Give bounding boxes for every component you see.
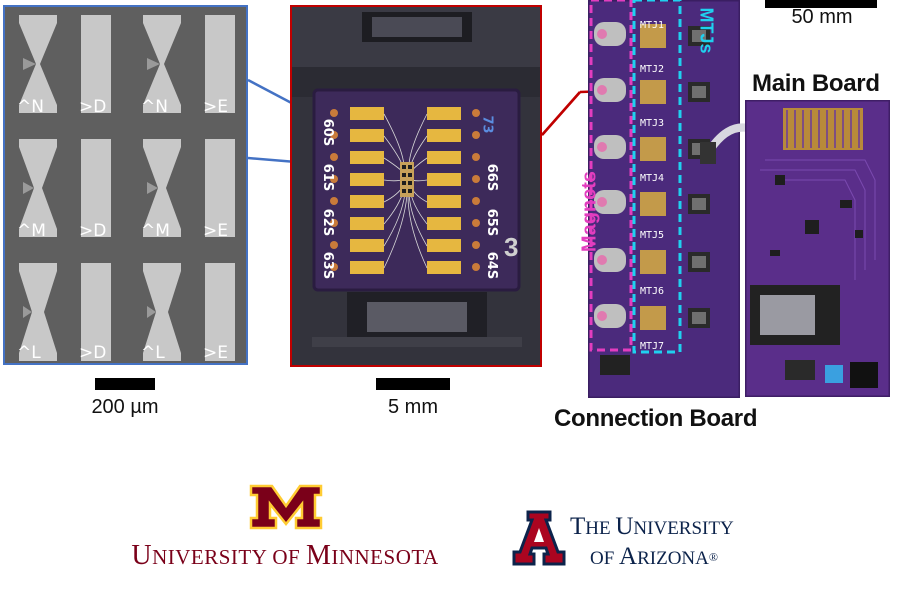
board-component — [640, 137, 666, 161]
board-component — [692, 198, 706, 210]
registered-mark: ® — [708, 550, 719, 564]
mtjs-label: MTJs — [696, 7, 717, 54]
ua-wordmark-part: HE — [585, 518, 616, 539]
sem-label: ^M — [17, 221, 46, 241]
ua-wordmark-line1: THE UNIVERSITY — [570, 513, 770, 543]
board-component — [640, 250, 666, 274]
mtj-label: MTJ2 — [640, 64, 665, 75]
chip-photo-panel: 60S 61S 62S 63S 66S 65S 64S 73 3 — [290, 5, 542, 367]
umn-wordmark-part: M — [305, 540, 332, 571]
connection-board-photo: MTJ1 MTJ2 MTJ3 MTJ4 MTJ5 MTJ6 MTJ7 — [588, 0, 740, 398]
connection-board-title: Connection Board — [554, 405, 758, 432]
board-component — [594, 135, 626, 159]
sem-electrode — [205, 139, 235, 237]
ua-wordmark-line2: OF ARIZONA® — [570, 543, 770, 573]
sem-label: >D — [79, 221, 107, 241]
board-component — [692, 30, 706, 42]
mtj-label: MTJ4 — [640, 173, 665, 184]
mtj-label: MTJ7 — [640, 341, 665, 352]
board-component — [594, 78, 626, 102]
board-component — [594, 22, 626, 46]
sem-electrode — [81, 15, 111, 113]
umn-block-m-logo — [249, 484, 323, 530]
chip-carrier-photo — [292, 7, 540, 365]
sem-label: ^L — [141, 343, 165, 363]
mtj-label: MTJ3 — [640, 118, 665, 129]
mtj-label: MTJ5 — [640, 230, 665, 241]
board-component — [597, 85, 607, 95]
sem-micrograph-panel: ^N >D ^N >E ^M >D ^M >E ^L >D ^L >E — [3, 5, 248, 365]
board-component — [640, 24, 666, 48]
main-board-image — [745, 100, 890, 397]
ua-wordmark: THE UNIVERSITY OF ARIZONA® — [570, 513, 770, 573]
sem-electrode — [81, 139, 111, 237]
pcb-label: 63S — [320, 251, 336, 280]
sem-electrode — [205, 15, 235, 113]
ua-wordmark-part: NIVERSITY — [633, 518, 734, 539]
main-board-photo — [745, 100, 890, 397]
sem-micrograph — [5, 7, 246, 363]
board-component — [640, 306, 666, 330]
scale-bar-label: 5 mm — [388, 396, 438, 418]
ua-wordmark-part: U — [615, 513, 634, 540]
board-component — [692, 86, 706, 98]
board-component — [597, 311, 607, 321]
main-board-title: Main Board — [752, 70, 880, 97]
mtj-label: MTJ6 — [640, 286, 665, 297]
board-component — [597, 255, 607, 265]
sem-label: ^L — [17, 343, 41, 363]
scale-bar-label: 50 mm — [791, 6, 853, 28]
ua-wordmark-part: OF — [590, 548, 620, 569]
board-component — [640, 192, 666, 216]
sem-label: ^N — [17, 97, 44, 117]
board-component — [640, 80, 666, 104]
pcb-label: 62S — [320, 208, 336, 237]
board-number: 3 — [504, 232, 519, 262]
board-component — [597, 29, 607, 39]
sem-electrode — [19, 139, 57, 237]
pcb-label: 61S — [320, 163, 336, 192]
pcb-label: 64S — [484, 251, 500, 280]
sem-electrode — [205, 263, 235, 361]
umn-wordmark-part: U — [131, 540, 153, 571]
sem-label: >D — [79, 343, 107, 363]
sem-electrode — [19, 263, 57, 361]
sem-label: >E — [203, 221, 228, 241]
ua-wordmark-part: A — [619, 543, 638, 570]
scale-bar — [376, 378, 450, 390]
board-component — [692, 256, 706, 268]
board-component — [692, 312, 706, 324]
sem-electrode — [81, 263, 111, 361]
pcb-label: 65S — [484, 208, 500, 237]
umn-wordmark-part: INNESOTA — [331, 545, 439, 569]
board-component — [594, 190, 626, 214]
sem-electrode — [143, 139, 181, 237]
sem-electrode — [19, 15, 57, 113]
ua-wordmark-part: RIZONA — [637, 548, 709, 569]
sem-label: >D — [79, 97, 107, 117]
board-component — [594, 304, 626, 328]
pcb-label: 60S — [320, 118, 336, 147]
board-component — [594, 248, 626, 272]
magnets-label: Magnets — [578, 170, 601, 253]
umn-wordmark: UNIVERSITY OF MINNESOTA — [105, 540, 465, 572]
ua-block-a-logo — [512, 510, 566, 566]
scale-bar-label: 200 µm — [91, 396, 159, 418]
sem-electrode — [143, 263, 181, 361]
umn-wordmark-part: NIVERSITY OF — [152, 545, 306, 569]
pcb-label: 66S — [484, 163, 500, 192]
mtj-label: MTJ1 — [640, 20, 665, 31]
scale-bar — [95, 378, 155, 390]
pcb-mark: 73 — [479, 115, 495, 134]
scale-bar — [765, 0, 877, 8]
sem-label: ^M — [141, 221, 170, 241]
connection-board-image — [588, 0, 740, 398]
sem-label: >E — [203, 343, 228, 363]
ua-wordmark-part: T — [570, 513, 586, 540]
sem-label: >E — [203, 97, 228, 117]
board-component — [597, 142, 607, 152]
sem-label: ^N — [141, 97, 168, 117]
sem-electrode — [143, 15, 181, 113]
board-component — [597, 197, 607, 207]
